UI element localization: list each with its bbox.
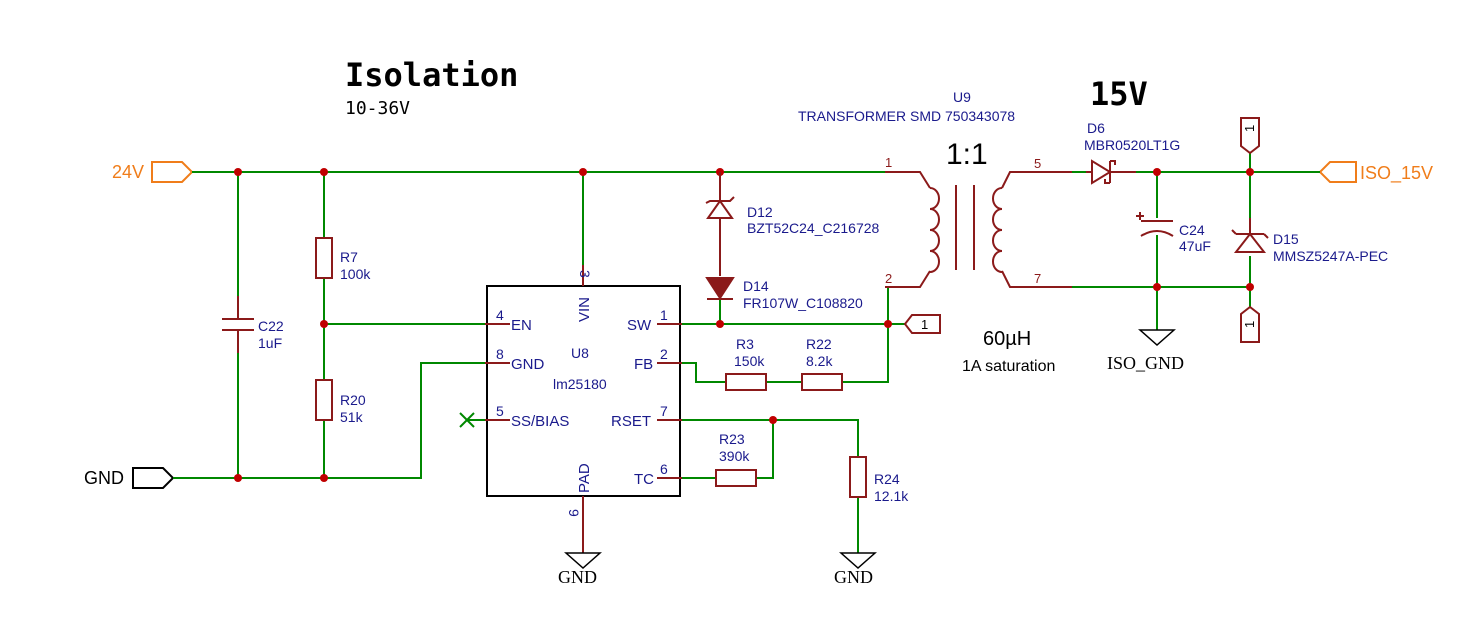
- net-flag-sw-label: 1: [921, 317, 928, 332]
- u8-pin2-name: FB: [634, 356, 653, 373]
- ground-iso: ISO_GND: [1107, 329, 1184, 373]
- junctions: [234, 168, 1254, 482]
- d12-ref: D12: [747, 204, 773, 220]
- wire-fb: [680, 362, 726, 383]
- port-gnd-label: GND: [84, 468, 124, 488]
- u8-pin1-name: SW: [627, 317, 652, 334]
- u9-pin5: 5: [1034, 156, 1041, 171]
- net-flag-bottom-label: 1: [1242, 321, 1257, 328]
- port-iso-15v-label: ISO_15V: [1360, 163, 1433, 184]
- transformer-u9: U9 TRANSFORMER SMD 750343078 1:1 60µH 1A…: [798, 89, 1072, 375]
- input-range-label: 10-36V: [345, 98, 410, 119]
- d15-value: MMSZ5247A-PEC: [1273, 248, 1388, 264]
- resistor-r24: R24 12.1k: [849, 456, 909, 504]
- u8-pin9-name: PAD: [576, 463, 593, 493]
- u8-ref: U8: [571, 345, 589, 361]
- r22-value: 8.2k: [806, 353, 833, 369]
- r22-ref: R22: [806, 336, 832, 352]
- saturation-label: 1A saturation: [962, 358, 1055, 375]
- wire-gnd-rail: [173, 362, 485, 479]
- u8-pin7-name: RSET: [611, 413, 651, 430]
- r24-value: 12.1k: [874, 488, 909, 504]
- port-24v-label: 24V: [112, 162, 144, 182]
- u9-pin2: 2: [885, 271, 892, 286]
- wire-rset: [680, 419, 859, 457]
- ic-u8: U8 lm25180 4 EN 8 GND 5 SS/BIAS 3 VIN 1 …: [459, 265, 682, 553]
- r3-value: 150k: [734, 353, 765, 369]
- u8-pin2-num: 2: [660, 346, 668, 362]
- inductance-label: 60µH: [983, 328, 1031, 350]
- r24-ref: R24: [874, 471, 900, 487]
- resistor-r20: R20 51k: [315, 379, 366, 425]
- r7-ref: R7: [340, 249, 358, 265]
- diode-d14: D14 FR107W_C108820: [705, 277, 863, 311]
- u8-value: lm25180: [553, 376, 607, 392]
- output-voltage-label: 15V: [1090, 75, 1148, 113]
- port-iso-15v: ISO_15V: [1318, 161, 1433, 184]
- u8-pin6-num: 6: [660, 461, 668, 477]
- capacitor-c24: C24 47uF: [1136, 212, 1211, 254]
- ground-r24-label: GND: [834, 567, 873, 587]
- zener-diode-d12: D12 BZT52C24_C216728: [705, 172, 880, 276]
- d14-value: FR107W_C108820: [743, 295, 863, 311]
- u8-pin6-name: TC: [634, 471, 654, 488]
- zener-diode-d15: D15 MMSZ5247A-PEC: [1231, 218, 1388, 264]
- net-flag-sw: 1: [903, 314, 941, 334]
- d6-value: MBR0520LT1G: [1084, 137, 1180, 153]
- ground-iso-label: ISO_GND: [1107, 353, 1184, 373]
- u8-pin5-name: SS/BIAS: [511, 413, 569, 430]
- d12-value: BZT52C24_C216728: [747, 220, 880, 236]
- u9-pin7: 7: [1034, 271, 1041, 286]
- c24-value: 47uF: [1179, 238, 1211, 254]
- c22-ref: C22: [258, 318, 284, 334]
- resistor-r3: R3 150k: [725, 336, 767, 391]
- u8-pin3-num: 3: [577, 270, 593, 278]
- c24-ref: C24: [1179, 222, 1205, 238]
- u8-pin8-num: 8: [496, 346, 504, 362]
- u8-pin3-name: VIN: [576, 297, 593, 322]
- u8-pin1-num: 1: [660, 307, 668, 323]
- wires: [173, 153, 1320, 553]
- wire-r23-right: [756, 420, 774, 479]
- r20-ref: R20: [340, 392, 366, 408]
- r7-value: 100k: [340, 266, 371, 282]
- u8-pin5-num: 5: [496, 403, 504, 419]
- resistor-r22: R22 8.2k: [801, 336, 843, 391]
- net-flag-top: 1: [1240, 117, 1260, 155]
- r23-ref: R23: [719, 431, 745, 447]
- capacitor-c22: C22 1uF: [222, 296, 284, 353]
- u8-pin7-num: 7: [660, 403, 668, 419]
- r3-ref: R3: [736, 336, 754, 352]
- resistor-r7: R7 100k: [315, 237, 371, 282]
- u8-pin9-num: 9: [566, 509, 582, 517]
- u8-pin4-name: EN: [511, 317, 532, 334]
- section-title: Isolation: [345, 56, 518, 94]
- ground-r24: GND: [834, 552, 877, 587]
- ground-u8-label: GND: [558, 567, 597, 587]
- ground-u8: GND: [558, 552, 602, 587]
- r20-value: 51k: [340, 409, 364, 425]
- d6-ref: D6: [1087, 120, 1105, 136]
- u8-pin8-name: GND: [511, 356, 545, 373]
- u9-pin1: 1: [885, 155, 892, 170]
- u8-pin4-num: 4: [496, 307, 504, 323]
- r23-value: 390k: [719, 448, 750, 464]
- d14-ref: D14: [743, 278, 769, 294]
- net-flag-top-label: 1: [1242, 125, 1257, 132]
- u9-ref: U9: [953, 89, 971, 105]
- d15-ref: D15: [1273, 231, 1299, 247]
- turns-ratio: 1:1: [946, 138, 988, 171]
- port-24v: 24V: [112, 161, 194, 183]
- c22-value: 1uF: [258, 335, 282, 351]
- resistor-r23: R23 390k: [682, 431, 757, 487]
- schottky-diode-d6: D6 MBR0520LT1G: [1084, 120, 1180, 185]
- net-flag-bottom: 1: [1240, 305, 1260, 343]
- port-gnd-input: GND: [84, 467, 175, 489]
- wire-r22-right: [842, 324, 889, 383]
- u9-value: TRANSFORMER SMD 750343078: [798, 108, 1015, 124]
